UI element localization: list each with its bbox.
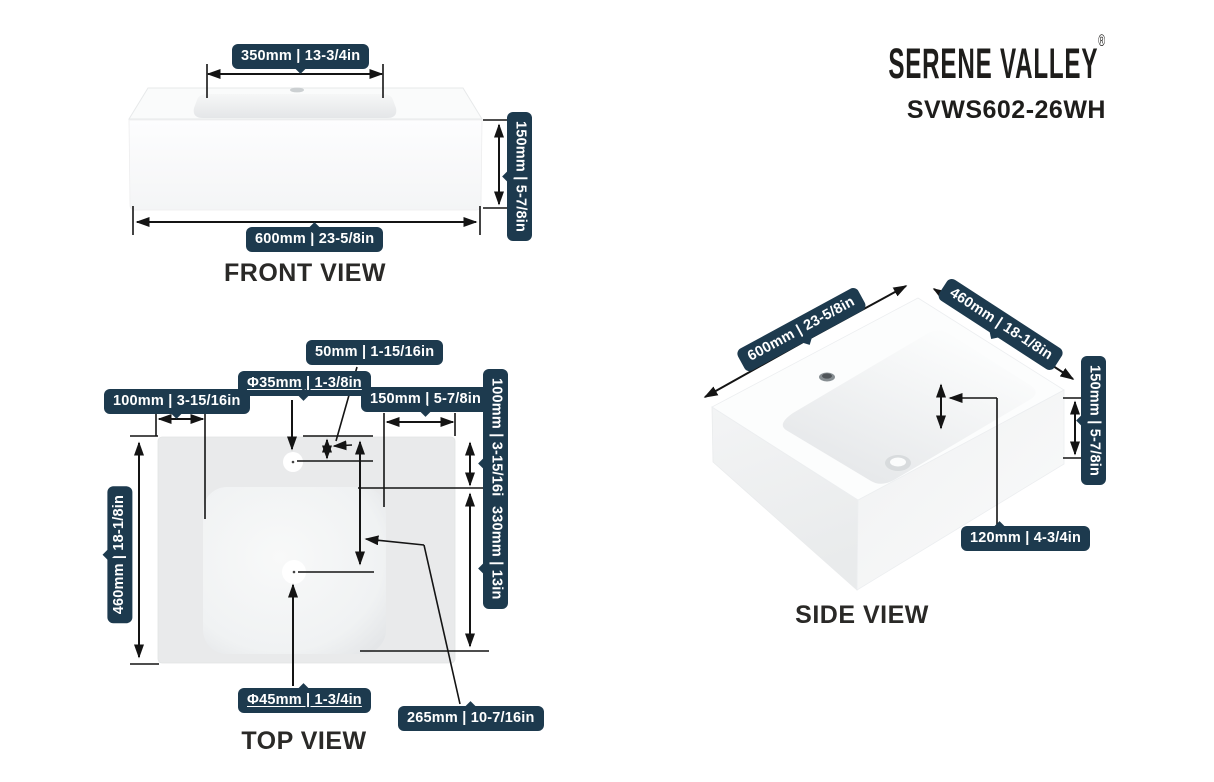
dim-top-basin-length: 330mm | 13in [483, 497, 509, 609]
dim-top-faucet-diameter: Φ35mm | 1-3/8in [238, 371, 371, 397]
dim-side-drain-offset: 120mm | 4-3/4in [961, 526, 1091, 552]
dim-top-drain-diameter: Φ45mm | 1-3/4in [238, 688, 371, 714]
dim-front-basin-width: 350mm | 13-3/4in [232, 44, 370, 70]
dim-top-basin-to-right: 150mm | 5-7/8in [361, 387, 491, 413]
brand-logo: SERENE VALLEY® [800, 31, 1106, 88]
side-view-title: SIDE VIEW [795, 601, 929, 629]
side-basin [782, 330, 1036, 484]
dim-front-overall-width: 600mm | 23-5/8in [246, 227, 384, 253]
dim-top-top-to-basin: 100mm | 3-15/16in [483, 369, 509, 515]
model-number: SVWS602-26WH [906, 96, 1106, 124]
front-view-illustration [128, 87, 483, 211]
front-dimension-lines [132, 64, 519, 235]
registered-mark: ® [1098, 30, 1106, 51]
side-view-illustration [711, 297, 1065, 591]
dim-side-height: 150mm | 5-7/8in [1081, 356, 1107, 486]
dim-top-faucet-setback: 50mm | 1-15/16in [306, 340, 444, 366]
front-view-title: FRONT VIEW [224, 259, 386, 287]
dim-front-height: 150mm | 5-7/8in [507, 112, 533, 242]
front-faucet-hole [290, 87, 304, 93]
dim-top-left-to-basin: 100mm | 3-15/16in [104, 389, 250, 415]
dim-top-drain-setback: 265mm | 10-7/16in [398, 706, 544, 732]
brand-name-text: SERENE VALLEY [888, 39, 1099, 88]
top-view-illustration [157, 436, 456, 664]
dim-top-overall-depth: 460mm | 18-1/8in [107, 486, 133, 624]
top-view-title: TOP VIEW [241, 727, 367, 755]
brand-block: SERENE VALLEY® SVWS602-26WH [800, 31, 1106, 125]
top-dimension-lines [130, 366, 489, 705]
